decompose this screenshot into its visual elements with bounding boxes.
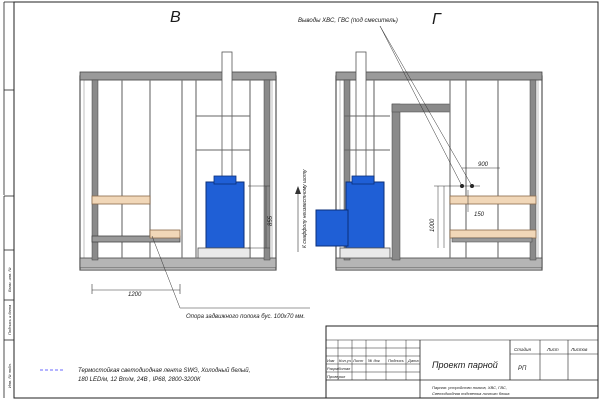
ceiling-band-right: [335, 71, 543, 81]
title-row-header-1: Изм: [327, 358, 335, 363]
chimney-direction-arrow: К скаффолу неизвестному шоту: [295, 169, 308, 252]
legend-line-1: Термостойкая светодиодная лента SWG, Хол…: [78, 367, 250, 374]
project-title: Проект парной: [432, 360, 498, 370]
chimney-left: [221, 51, 233, 183]
title-row-header-3: Лист: [352, 358, 364, 363]
side-stamp-3: Взам. инв. №: [7, 267, 12, 292]
description-line-1: Парная: устройство полков, ХВС, ГВС,: [432, 385, 507, 390]
title-row-header-2: Кол.уч: [339, 358, 351, 363]
view-label-right: Г: [432, 11, 442, 28]
left-elevation: 1200 855: [79, 51, 310, 309]
description-line-2: Светодиодная подсветка личного блока: [432, 391, 510, 396]
floor-band-left: [79, 257, 277, 269]
sheet-code: РП: [518, 366, 527, 372]
chimney-note: К скаффолу неизвестному шоту: [302, 169, 308, 248]
chimney-right: [355, 51, 367, 183]
side-stamp-strip: Инв. № подл. Подпись и дата Взам. инв. №: [3, 1, 14, 398]
bench-left: [91, 195, 151, 205]
col-sheets: Листов: [570, 347, 588, 352]
dim-right-height: 1000: [430, 218, 436, 232]
dim-left-width: 1200: [128, 292, 142, 298]
floor-band-right: [335, 257, 543, 269]
title-block: Изм Кол.уч Лист № док Подпись Дата Разра…: [325, 325, 599, 399]
side-stamp-1: Инв. № подл.: [7, 363, 12, 388]
support-note: Опора задвижного полока бус. 100х70 мм.: [186, 314, 305, 320]
col-sheet: Лист: [546, 347, 559, 352]
role-checked: Проверил: [327, 374, 346, 379]
role-developed: Разработал: [327, 366, 351, 371]
bench-right-lower: [449, 229, 537, 239]
ceiling-band-left: [79, 71, 277, 81]
stove-left: [205, 181, 245, 249]
title-row-header-5: Подпись: [388, 358, 404, 363]
bench-right-upper: [449, 195, 537, 205]
title-row-header-4: № док: [368, 358, 381, 363]
stove-right: [345, 181, 385, 249]
outlets-note: Выводы ХВС, ГВС (под смеситель): [298, 18, 398, 24]
title-row-header-6: Дата: [407, 358, 419, 363]
sheet-frame: [13, 1, 599, 399]
legend: Термостойкая светодиодная лента SWG, Хол…: [40, 367, 250, 383]
col-stage: Стадия: [514, 347, 531, 352]
legend-line-2: 180 LED/м, 12 Вт/м, 24В , IP68, 2800-320…: [78, 377, 201, 383]
right-elevation: 1000 900 150: [315, 25, 543, 271]
sliding-bench-left: [91, 235, 181, 243]
dim-stove-height: 855: [268, 215, 274, 226]
view-label-left: В: [170, 9, 181, 26]
dim-right-small: 150: [474, 212, 485, 218]
side-stamp-2: Подпись и дата: [7, 304, 12, 335]
dim-right-top: 900: [478, 162, 489, 168]
